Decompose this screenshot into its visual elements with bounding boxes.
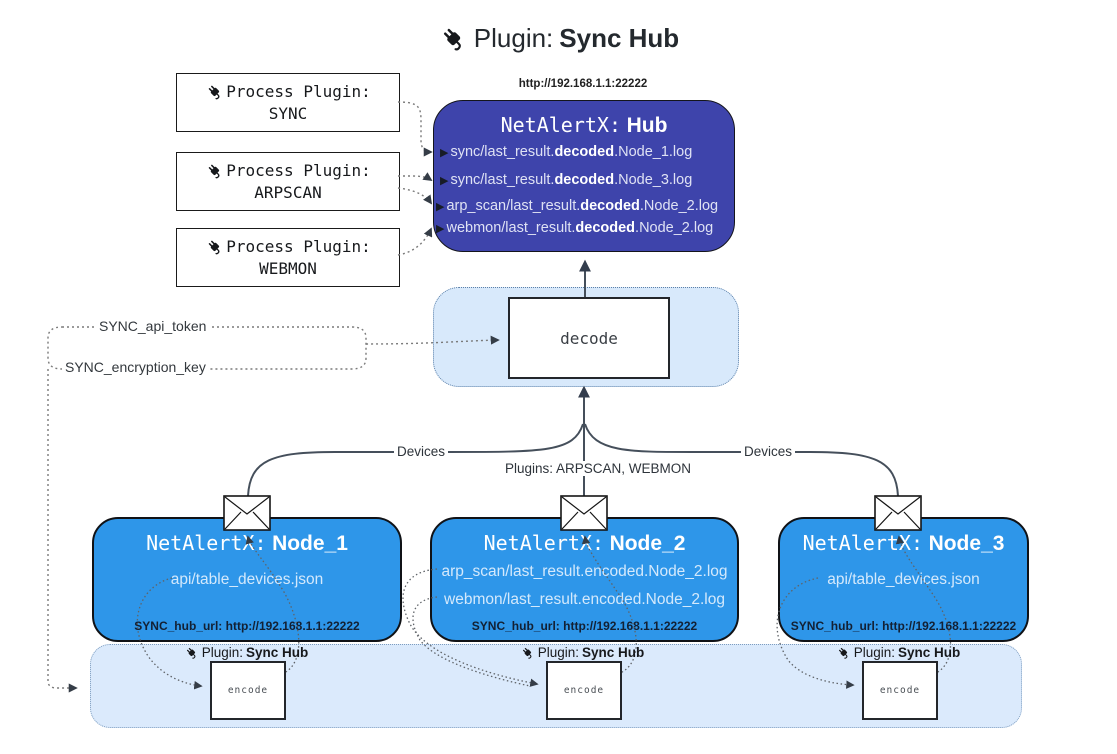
sync-encryption-key-label: SYNC_encryption_key [62,359,209,375]
devices-right-label: Devices [741,444,796,459]
node-title: NetAlertX: Node_1 [94,531,400,556]
hub-name-prefix: NetAlertX: [500,113,622,137]
hub-log-line: ▶arp_scan/last_result.decoded.Node_2.log [436,198,728,216]
log-pre: webmon/last_result. [446,220,576,236]
title-name: Sync Hub [559,22,680,53]
title-label: Plugin: [473,22,554,53]
arpscan-to-hub-edge [397,187,433,205]
node-name-prefix: NetAlertX: [483,531,604,555]
decode-label: decode [560,328,618,348]
devices-left-label: Devices [394,444,449,459]
node-name: Node_2 [609,532,686,555]
encoder-label: Plugin: [201,645,243,660]
decode-box: decode [508,297,670,379]
process-plugin-box-arpscan: Process Plugin: ARPSCAN [176,152,400,211]
encoder-name: Sync Hub [898,645,961,660]
node-name: Node_3 [928,532,1005,555]
hub-log-line: ▶webmon/last_result.decoded.Node_2.log [436,220,728,238]
log-mid: decoded [580,198,640,214]
arrow-right-icon: ▶ [440,147,449,159]
node-file: api/table_devices.json [827,571,980,588]
encode-label: encode [563,685,605,696]
log-post: .Node_2.log [635,220,714,236]
key-to-band-arrow [47,369,78,693]
sync-to-hub-edge-2 [398,172,433,182]
process-plugin-label: Process Plugin: [226,81,371,101]
encode-label: encode [227,685,269,696]
hub-title: NetAlertX: Hub [434,113,734,138]
plug-icon [208,240,220,255]
log-pre: sync/last_result. [450,144,555,160]
hub-url-label: http://192.168.1.1:22222 [518,78,648,90]
hub-box: NetAlertX: Hub ▶sync/last_result.decoded… [433,100,735,252]
node-file: webmon/last_result.encoded.Node_2.log [444,591,725,608]
node-name-prefix: NetAlertX: [146,531,267,555]
process-plugin-label: Process Plugin: [226,160,371,180]
node-title: NetAlertX: Node_2 [432,531,737,556]
log-mid: decoded [554,144,615,160]
webmon-to-hub-edge [397,227,433,256]
encoder-label: Plugin: [853,645,895,660]
encoder-plugin-label: Plugin: Sync Hub [171,645,321,660]
encoder-plugin-label: Plugin: Sync Hub [507,645,657,660]
process-plugin-box-webmon: Process Plugin: WEBMON [176,228,400,287]
hub-name: Hub [626,114,668,137]
plug-icon [443,28,461,51]
process-plugin-name: WEBMON [259,258,317,278]
node-hub-url: SYNC_hub_url: http://192.168.1.1:22222 [471,619,698,633]
node1-devices-edge [247,423,584,497]
arrow-right-icon: ▶ [436,223,445,235]
plug-icon [208,85,220,100]
log-post: .Node_2.log [639,198,719,214]
node-file: arp_scan/last_result.encoded.Node_2.log [441,563,728,580]
node-1-box: NetAlertX: Node_1 api/table_devices.json… [92,517,402,642]
encode-box: encode [862,661,938,720]
process-plugin-name: SYNC [268,103,308,123]
process-plugin-name: ARPSCAN [254,182,322,202]
node-title: NetAlertX: Node_3 [780,531,1027,556]
hub-log-line: ▶sync/last_result.decoded.Node_3.log [440,172,732,190]
plug-icon [522,647,532,659]
plugins-center-label: Plugins: ARPSCAN, WEBMON [502,461,695,476]
node-2-box: NetAlertX: Node_2 arp_scan/last_result.e… [430,517,739,642]
encoder-name: Sync Hub [582,645,645,660]
page-title: Plugin: Sync Hub [0,18,1117,58]
plug-icon [838,647,848,659]
hub-log-line: ▶sync/last_result.decoded.Node_1.log [440,144,732,162]
encoder-name: Sync Hub [246,645,309,660]
encode-label: encode [879,685,921,696]
sync-api-token-label: SYNC_api_token [96,318,210,334]
node3-devices-edge [584,423,899,497]
log-mid: decoded [554,172,615,188]
process-plugin-box-sync: Process Plugin: SYNC [176,73,400,132]
log-post: .Node_1.log [614,144,693,160]
encoder-label: Plugin: [537,645,579,660]
log-mid: decoded [575,220,636,236]
plug-icon [208,164,220,179]
log-post: .Node_3.log [614,172,693,188]
encode-box: encode [210,661,286,720]
encode-box: encode [546,661,622,720]
process-plugin-label: Process Plugin: [226,236,371,256]
arrow-right-icon: ▶ [436,201,445,213]
node-3-box: NetAlertX: Node_3 api/table_devices.json… [778,517,1029,642]
node-hub-url: SYNC_hub_url: http://192.168.1.1:22222 [134,619,360,633]
node-name-prefix: NetAlertX: [802,531,923,555]
log-pre: sync/last_result. [450,172,555,188]
node-file: api/table_devices.json [170,571,324,588]
encoder-plugin-label: Plugin: Sync Hub [823,645,973,660]
arrow-right-icon: ▶ [440,175,449,187]
sync-to-hub-edge [397,101,433,157]
log-pre: arp_scan/last_result. [446,198,581,214]
plug-icon [186,647,196,659]
node-name: Node_1 [272,532,348,555]
node-hub-url: SYNC_hub_url: http://192.168.1.1:22222 [790,619,1017,633]
